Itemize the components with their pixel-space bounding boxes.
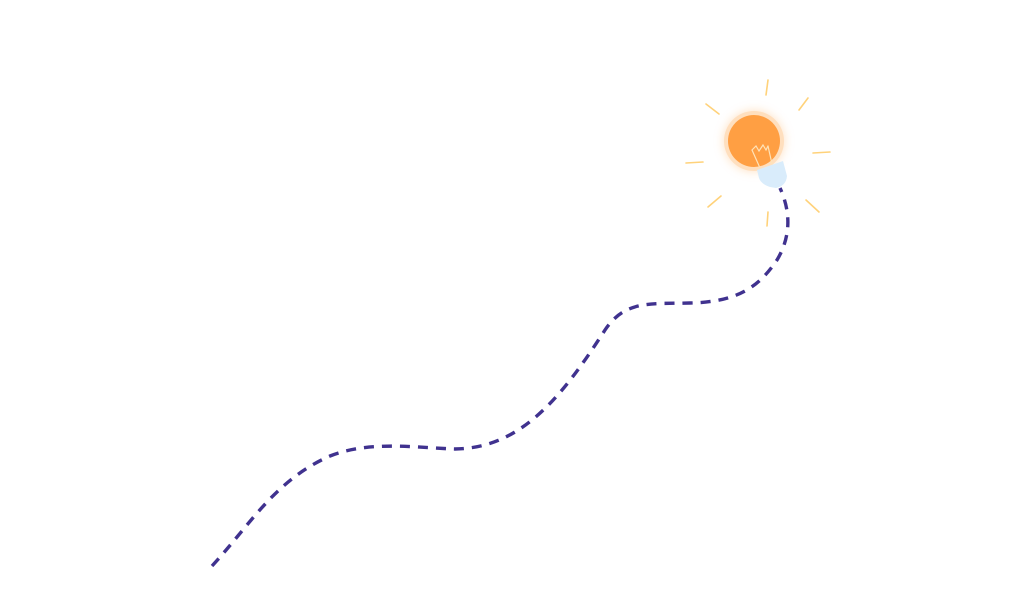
light-ray: [707, 195, 722, 208]
light-ray: [685, 161, 704, 164]
light-ray: [766, 211, 769, 227]
light-ray: [805, 199, 820, 213]
light-ray: [765, 79, 769, 96]
dashed-path-line: [210, 187, 790, 568]
light-rays: [685, 79, 831, 227]
light-ray: [798, 97, 809, 111]
bulb-globe: [728, 115, 780, 167]
light-ray: [812, 151, 831, 154]
light-ray: [705, 103, 720, 115]
lightbulb-icon: [724, 111, 787, 188]
bulb-base: [757, 161, 787, 188]
bulb-filament: [751, 143, 773, 169]
